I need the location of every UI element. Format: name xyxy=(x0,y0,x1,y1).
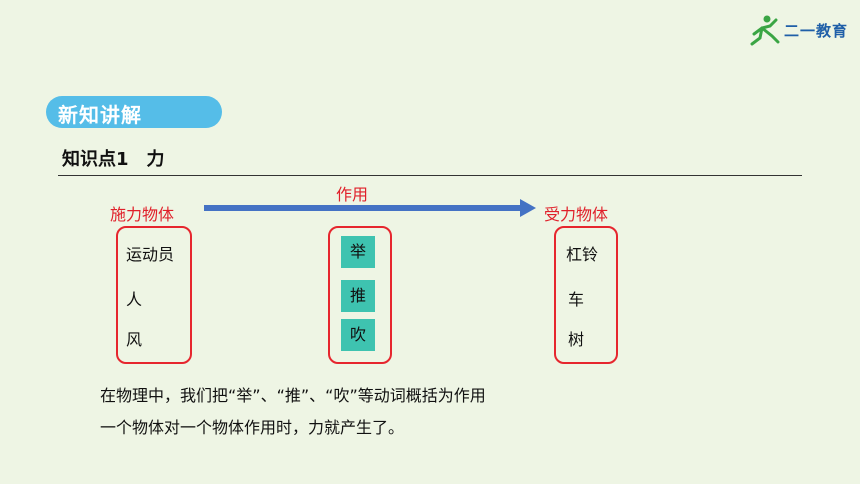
verb-item: 举 xyxy=(341,236,375,268)
verbs-box xyxy=(328,226,392,364)
heading-divider xyxy=(58,175,802,176)
explanation-line-2: 一个物体对一个物体作用时，力就产生了。 xyxy=(100,418,405,437)
receiver-item: 树 xyxy=(568,330,585,349)
actor-item: 运动员 xyxy=(126,245,175,264)
section-pill xyxy=(46,96,222,128)
actor-item: 风 xyxy=(126,330,143,349)
runner-head-icon xyxy=(763,15,771,23)
verb-item: 推 xyxy=(341,280,375,312)
knowledge-point-heading: 知识点1 力 xyxy=(62,149,165,170)
force-receiving-object-label: 受力物体 xyxy=(544,205,609,224)
runner-figure-icon xyxy=(750,18,780,46)
brand-logo xyxy=(750,15,780,46)
action-arrow xyxy=(204,199,536,217)
receiver-item: 杠铃 xyxy=(566,245,599,264)
action-label: 作用 xyxy=(336,185,369,204)
brand-logo-text: 二一教育 xyxy=(784,22,849,40)
actors-box xyxy=(116,226,192,364)
section-label: 新知讲解 xyxy=(58,103,142,127)
receivers-box xyxy=(554,226,618,364)
force-exerting-object-label: 施力物体 xyxy=(110,205,175,224)
actor-item: 人 xyxy=(126,290,143,309)
receiver-item: 车 xyxy=(568,290,585,309)
explanation-line-1: 在物理中，我们把“举”、“推”、“吹”等动词概括为作用 xyxy=(100,386,486,405)
verb-item: 吹 xyxy=(341,319,375,351)
